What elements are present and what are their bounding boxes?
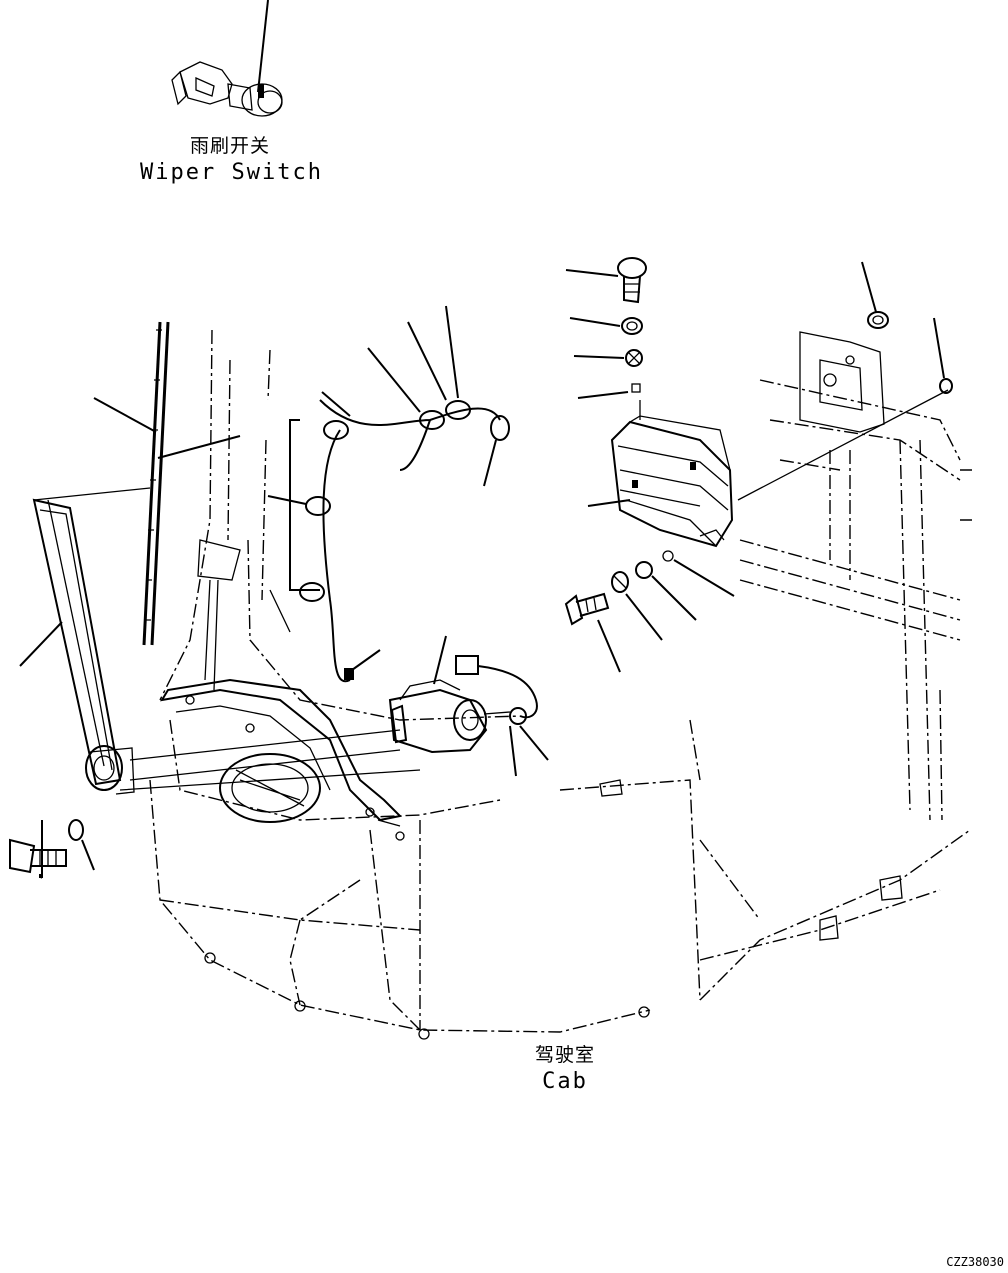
cab-frame [149, 329, 972, 1033]
washer-tank [587, 389, 949, 548]
drawing-code: CZZ38030 [946, 1255, 1004, 1269]
wiper-blade [93, 321, 241, 646]
wiring-harness [267, 305, 510, 683]
wiper-switch-label-cn: 雨刷开关 [189, 135, 270, 157]
cab-label-en: Cab [542, 1069, 588, 1094]
fasteners-top [565, 257, 647, 399]
wiper-switch-label-en: Wiper Switch [140, 160, 323, 185]
cab-fixtures [204, 779, 903, 1040]
wiper-arm [19, 487, 151, 795]
fasteners-right [861, 261, 953, 394]
cab-label-cn: 驾驶室 [534, 1044, 595, 1066]
fasteners-lower [564, 550, 735, 673]
wiper-switch-label: 雨刷开关 Wiper Switch [140, 131, 323, 185]
wiper-switch [171, 0, 283, 117]
switch-bracket [179, 61, 233, 105]
leader-line [93, 397, 157, 433]
wiper-link [119, 539, 421, 823]
bolt-washer [9, 819, 95, 879]
wiper-motor [388, 635, 549, 777]
cab-label: 驾驶室 Cab [510, 1040, 620, 1094]
leader-line [257, 0, 269, 93]
